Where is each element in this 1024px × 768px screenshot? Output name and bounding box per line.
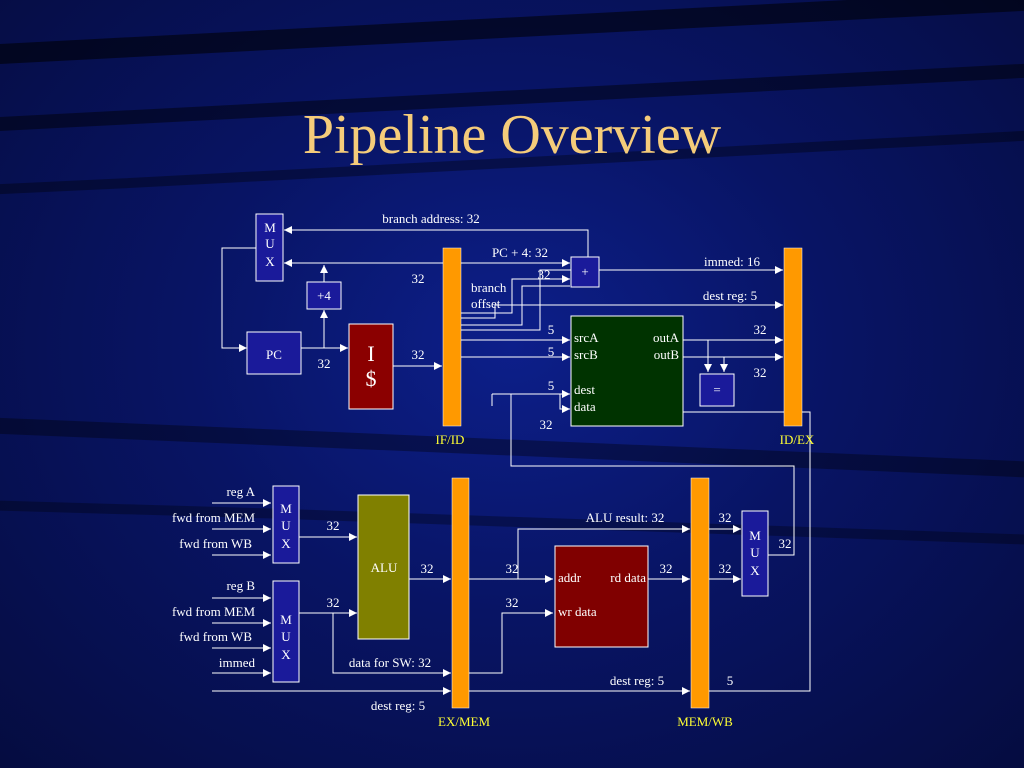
data-for-sw-label: data for SW: 32 (349, 655, 431, 670)
alu-mux-a: M U X (272, 485, 300, 564)
width-32-wb-out: 32 (779, 536, 792, 551)
data-for-sw-wire (332, 613, 451, 677)
wb-mux-u: U (750, 545, 760, 560)
width-32-outA: 32 (754, 322, 767, 337)
wb-mux-m: M (749, 528, 761, 543)
id-ex-label: ID/EX (780, 432, 815, 447)
regfile-srcB: srcB (574, 347, 598, 362)
slide-title: Pipeline Overview (302, 104, 722, 166)
pc-label: PC (266, 347, 282, 362)
dmem-rd-data: rd data (610, 570, 646, 585)
mux-b-u: U (281, 629, 291, 644)
reg-a-label: reg A (226, 484, 255, 499)
width-32-muxb: 32 (327, 595, 340, 610)
ex-mem-label: EX/MEM (438, 714, 490, 729)
register-file: srcA srcB dest data outA outB (570, 315, 684, 427)
width-5-srcA: 5 (548, 322, 555, 337)
pc-mux-x: X (265, 254, 275, 269)
dmem-wr-data: wr data (558, 604, 597, 619)
fwd-wb-b-label: fwd from WB (179, 629, 252, 644)
pc-plus4-label: PC + 4: 32 (492, 245, 548, 260)
mux-b-m: M (280, 612, 292, 627)
adder-label: + (581, 264, 588, 279)
width-32-memwb-bot: 32 (719, 561, 732, 576)
offset-label: offset (471, 296, 501, 311)
icache-block: I $ (348, 323, 394, 410)
dest-reg-top-label: dest reg: 5 (703, 288, 757, 303)
alu-result-label: ALU result: 32 (586, 510, 665, 525)
width-32-addr: 32 (506, 561, 519, 576)
immed-in-label: immed (219, 655, 256, 670)
mem-wb-register (690, 477, 710, 709)
dmem-addr: addr (558, 570, 582, 585)
alu-block: ALU (357, 494, 410, 640)
pc-mux: M U X (255, 213, 284, 282)
writeback-loop-wire (510, 393, 795, 556)
icache-label-dollar: $ (366, 366, 377, 391)
wb-mux-x: X (750, 563, 760, 578)
fwd-wb-a-label: fwd from WB (179, 536, 252, 551)
immed-wire (461, 266, 783, 331)
width-32-muxa: 32 (327, 518, 340, 533)
data-memory: addr rd data wr data (554, 545, 649, 648)
width-32-wrdata: 32 (506, 595, 519, 610)
width-32-memwb-top: 32 (719, 510, 732, 525)
if-id-register (442, 247, 462, 427)
reg-b-label: reg B (226, 578, 255, 593)
regfile-dest: dest (574, 382, 595, 397)
branch-address-label: branch address: 32 (382, 211, 479, 226)
pc-mux-m: M (264, 220, 276, 235)
width-32-ifid-top: 32 (412, 271, 425, 286)
mux-a-m: M (280, 501, 292, 516)
mux-to-pc-wire (221, 247, 256, 352)
immed-16-label: immed: 16 (704, 254, 760, 269)
width-5-dest: 5 (548, 378, 555, 393)
regfile-srcA: srcA (574, 330, 599, 345)
pc-block: PC (246, 331, 302, 375)
regfile-outA: outA (653, 330, 680, 345)
width-32-outB: 32 (754, 365, 767, 380)
mux-a-x: X (281, 536, 291, 551)
width-32-alu: 32 (421, 561, 434, 576)
width-32-adder: 32 (538, 267, 551, 282)
width-32-data: 32 (540, 417, 553, 432)
branch-label: branch (471, 280, 507, 295)
width-5-srcB: 5 (548, 344, 555, 359)
plus4-block: +4 (306, 281, 342, 310)
equals-label: = (713, 382, 720, 397)
dest-reg-top-wire (461, 301, 783, 319)
plus4-label: +4 (317, 288, 331, 303)
branch-adder: + (570, 256, 600, 288)
alu-result-wire (517, 525, 690, 579)
fwd-mem-a-label: fwd from MEM (172, 510, 255, 525)
writeback-data-in (492, 393, 570, 413)
width-32-icache: 32 (412, 347, 425, 362)
ex-mem-register (451, 477, 470, 709)
regfile-data: data (574, 399, 596, 414)
regfile-outB: outB (654, 347, 680, 362)
pc-mux-u: U (265, 236, 275, 251)
width-32-pc: 32 (318, 356, 331, 371)
mux-a-u: U (281, 518, 291, 533)
width-32-rddata: 32 (660, 561, 673, 576)
wr-data-wire (469, 609, 553, 674)
icache-label-i: I (367, 341, 374, 366)
mem-wb-label: MEM/WB (677, 714, 733, 729)
writeback-mux: M U X (741, 510, 769, 597)
id-ex-register (783, 247, 803, 427)
fwd-mem-b-label: fwd from MEM (172, 604, 255, 619)
width-5-memwb: 5 (727, 673, 734, 688)
ifid-to-adder-wire (461, 275, 570, 314)
alu-label: ALU (371, 560, 398, 575)
if-id-label: IF/ID (436, 432, 465, 447)
mux-b-x: X (281, 647, 291, 662)
branch-address-wire (284, 226, 589, 258)
dest-reg-ex-label: dest reg: 5 (371, 698, 425, 713)
equality-compare: = (699, 373, 735, 407)
alu-mux-b: M U X (272, 580, 300, 683)
dest-reg-mem-label: dest reg: 5 (610, 673, 664, 688)
dest-reg-loop-wire (683, 411, 811, 692)
